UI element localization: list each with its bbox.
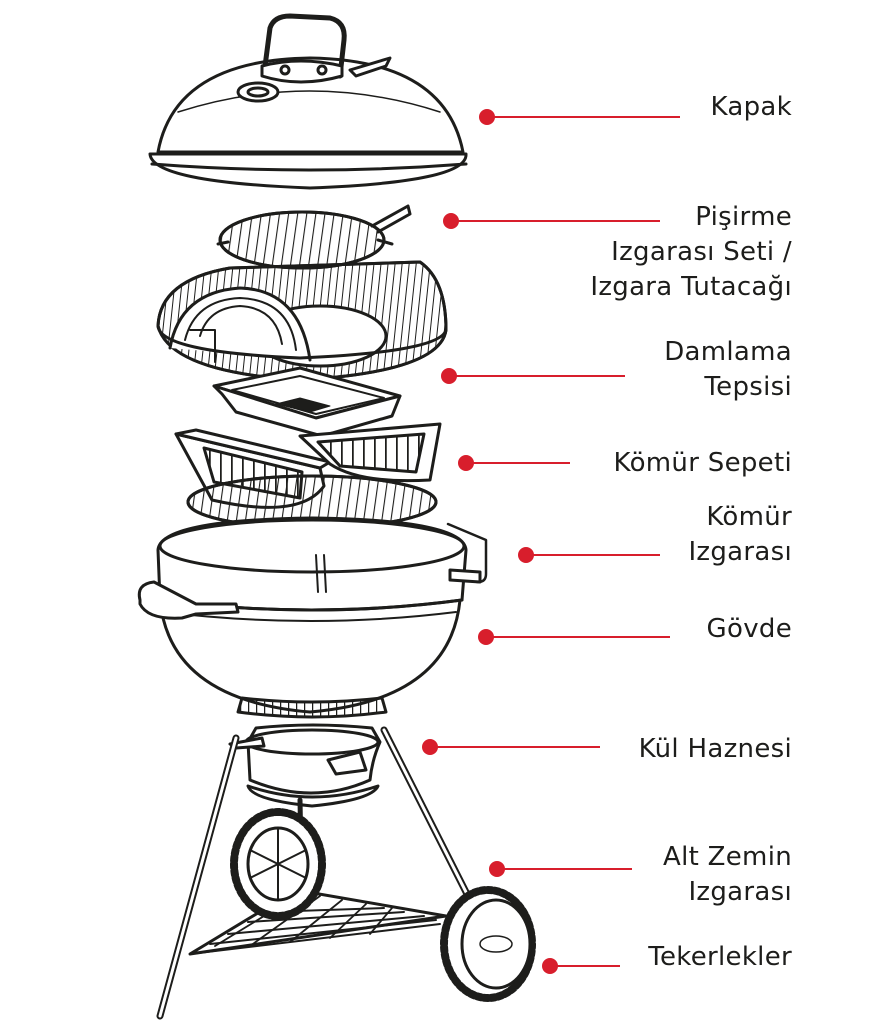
label-govde: Gövde xyxy=(706,614,792,644)
label-damlama-tepsisi: Damlama Tepsisi xyxy=(664,337,792,402)
lid-illustration xyxy=(148,13,468,190)
label-pisirme-izgarasi: Pişirme Izgarası Seti / Izgara Tutacağı xyxy=(590,202,792,302)
callouts xyxy=(422,109,680,974)
callout-tekerlekler xyxy=(542,958,620,974)
label-komur-sepeti: Kömür Sepeti xyxy=(613,448,792,478)
cooking-grate-illustration xyxy=(156,204,448,382)
callout-kapak xyxy=(479,109,680,125)
callout-damlama-tepsisi xyxy=(441,368,625,384)
ash-catcher-illustration xyxy=(228,723,382,808)
label-tekerlekler: Tekerlekler xyxy=(648,942,792,972)
callout-komur-sepeti xyxy=(458,455,570,471)
callout-komur-izgarasi xyxy=(518,547,660,563)
legs-illustration xyxy=(156,726,474,1020)
callout-kul-haznesi xyxy=(422,739,600,755)
label-komur-izgarasi: Kömür Izgarası xyxy=(688,502,792,567)
wheels-illustration xyxy=(230,808,536,1002)
charcoal-grate-illustration xyxy=(186,474,438,530)
callout-pisirme-izgarasi xyxy=(443,213,660,229)
label-kul-haznesi: Kül Haznesi xyxy=(638,734,792,764)
label-alt-zemin-izgarasi: Alt Zemin Izgarası xyxy=(662,842,792,907)
bowl-illustration xyxy=(137,516,488,719)
callout-alt-zemin xyxy=(489,861,632,877)
label-kapak: Kapak xyxy=(710,92,792,122)
callout-govde xyxy=(478,629,670,645)
drip-pan-illustration xyxy=(212,366,402,438)
